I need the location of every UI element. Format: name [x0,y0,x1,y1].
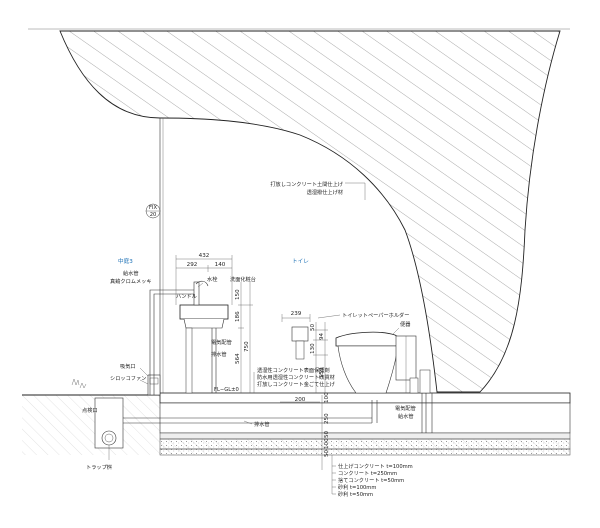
supply-pipe-right-label: 給水管 [398,412,414,420]
dim-239: 239 [291,311,302,317]
right-pipes [421,393,433,433]
dim-140: 140 [215,262,226,268]
vegetation [71,378,87,389]
fl-label: FL−GL±0 [214,387,239,393]
toilet-fixture [335,331,431,394]
dim-432: 432 [199,253,210,259]
vanity-basin [179,280,229,394]
toilet-dimensions [313,322,328,393]
faucet-label: 水栓 [207,275,218,283]
dim-200: 200 [295,397,306,403]
trap-label: トラップ桝 [86,463,112,471]
drain-pipe-horizontal [120,400,378,424]
dim-100: 100 [324,392,330,403]
floor-dimensions [280,395,323,470]
dim-250: 250 [324,413,330,424]
dim-94: 94 [319,332,325,340]
room-label-courtyard: 中庭3 [118,257,133,265]
supply-pipe-sub-label: 真鍮クロムメッキ [110,277,152,285]
dim-50-b: 50 [324,430,330,438]
fan-label: シロッコファン [110,375,146,382]
dim-553: 553 [319,367,325,378]
toilet-label: 便器 [400,320,411,328]
shell-text-2: 透湿撥仕上げ材 [307,188,343,196]
layer-5: 砂利 t=50mm [338,490,373,498]
dim-292: 292 [187,262,198,268]
intake-label: 吸気口 [120,362,136,370]
trap-pit [94,397,124,460]
floor-text-3: 打放しコンクリート金ごて仕上げ [257,380,336,388]
electric-pipe-right-label: 電気配管 [395,404,416,412]
layer-4: 砂利 t=100mm [338,483,376,491]
dim-100-b: 100 [324,438,330,449]
basin-label: 洗面化粧台 [230,275,256,283]
dim-50: 50 [310,323,316,331]
layer-1: 仕上げコンクリート t=100mm [338,462,413,470]
paper-holder-label: トイレットペーパーホルダー [342,311,409,319]
concrete-shell [59,30,561,393]
dim-750: 750 [244,341,250,352]
layer-2: コンクリート t=250mm [338,470,397,477]
fix-number: 20 [150,212,157,218]
floor-text-1: 透湿性コンクリート表面保護剤 [257,366,330,374]
inspection-label: 点検口 [82,406,98,414]
drain-pipe-vertical-label: 排水管 [211,350,227,358]
layer-3: 捨てコンクリート t=50mm [338,476,404,484]
floor-slab [159,392,571,456]
supply-pipe-vertical [149,289,196,395]
dim-186: 186 [235,311,241,322]
floor-text-2: 防水用透湿性コンクリート改質材 [257,373,335,381]
drain-pipe-horizontal-label: 排水管 [254,420,270,428]
paper-holder [281,314,311,360]
supply-pipe-label: 給水管 [123,269,139,277]
dim-150: 150 [235,289,241,300]
shell-text-1: 打放しコンクリート土間仕上げ [270,180,343,188]
electric-pipe-label: 電気配管 [211,338,232,346]
dim-50-c: 50 [324,449,330,457]
basin-dimensions [175,255,253,393]
layer-callout-lines [331,455,336,495]
dim-130: 130 [310,343,316,354]
shell-callout: 打放しコンクリート土間仕上げ 透湿撥仕上げ材 [270,180,366,200]
room-label-toilet: トイレ [292,259,309,265]
handle-label: ハンドル [176,294,197,300]
dim-564: 564 [235,353,241,364]
fix-label: FIX [149,205,158,211]
fix-tag: FIX 20 [145,203,161,219]
